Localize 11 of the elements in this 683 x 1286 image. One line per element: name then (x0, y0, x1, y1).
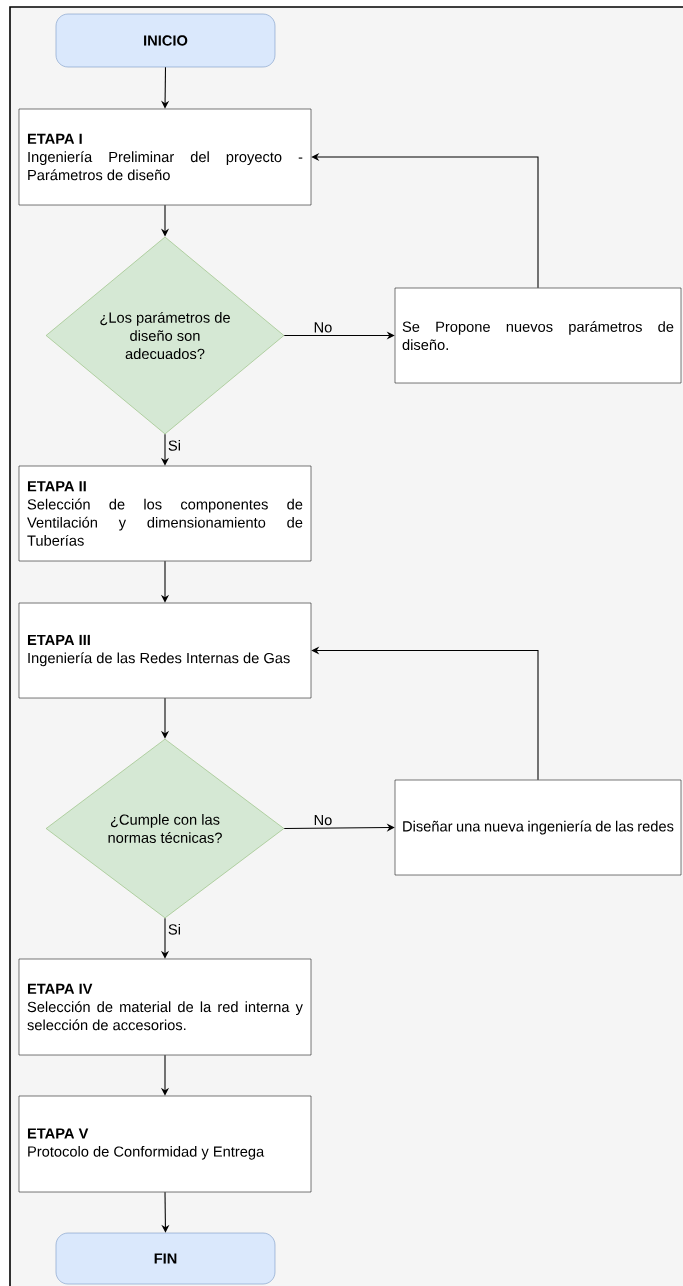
edge-label: No (312, 321, 334, 334)
process-box: Se Propone nuevos parámetros de diseño. (394, 287, 682, 384)
process-box: ETAPA I Ingeniería Preliminar del proyecto - Parámetros de diseño (18, 108, 312, 206)
process-box: ETAPA IV Selección de material de la red interna y selección de accesorios. (18, 958, 312, 1056)
process-box: ETAPA II Selección de los componentes de Ventilación y dimensionamiento de Tuberías (18, 465, 312, 562)
terminal-box: FIN (55, 1232, 276, 1285)
process-box: ETAPA III Ingeniería de las Redes Internas de Gas (18, 602, 312, 699)
process-box: ETAPA V Protocolo de Conformidad y Entrega (18, 1095, 312, 1193)
terminal-box: INICIO (55, 13, 276, 68)
process-box: Diseñar una nueva ingeniería de las redes (394, 779, 682, 876)
arrow (161, 66, 170, 109)
